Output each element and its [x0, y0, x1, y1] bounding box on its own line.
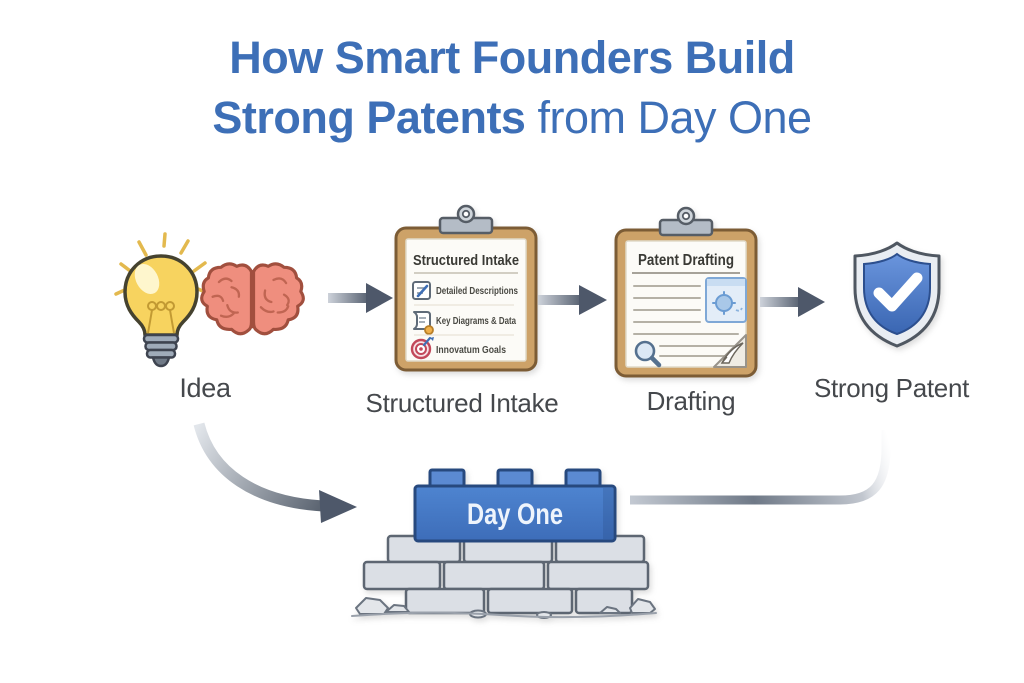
- strong-patent-label: Strong Patent: [813, 373, 970, 403]
- brain-icon: [200, 262, 305, 336]
- page-curl-quill-icon: [713, 334, 747, 368]
- intake-item-3-label: Innovatum Goals: [436, 344, 506, 356]
- day-one-foundation: Day One: [351, 468, 657, 619]
- brain-right-hemisphere: [251, 262, 305, 336]
- title-line2-regular: from Day One: [525, 92, 812, 143]
- brain-folds: [211, 277, 290, 318]
- brain-left-hemisphere: [200, 262, 254, 336]
- brick-shade: [603, 488, 613, 539]
- clip-hole: [461, 209, 471, 219]
- bulb-highlight: [134, 263, 160, 295]
- arrow-drafting-to-patent: [760, 287, 825, 317]
- day-one-text: Day One: [467, 498, 563, 531]
- structured-intake-label: Structured Intake: [365, 388, 559, 418]
- curve-arrow-idea-to-dayone: [193, 422, 357, 523]
- curve-connector-dayone-to-patent: [630, 430, 891, 505]
- drafting-label: Drafting: [646, 386, 736, 416]
- arrow-idea-to-intake: [328, 283, 393, 313]
- title-line2: Strong Patents from Day One: [0, 88, 1024, 148]
- document-edit-icon: [412, 281, 431, 300]
- ground-line: [351, 611, 657, 619]
- schematic-figure-icon: [705, 277, 747, 323]
- magnifier-icon: [634, 340, 662, 368]
- draft-text-lines: [633, 285, 739, 357]
- patent-drafting-clipboard: Patent Drafting: [614, 206, 758, 378]
- idea-label: Idea: [179, 373, 231, 403]
- clip-hole: [681, 211, 691, 221]
- target-goal-icon: [410, 336, 434, 360]
- arrow-intake-to-drafting: [538, 285, 607, 315]
- clipboard-paper: [405, 238, 527, 362]
- intake-item-1-label: Detailed Descriptions: [436, 285, 518, 297]
- lightbulb-icon: [114, 232, 212, 368]
- page-title: How Smart Founders Build Strong Patents …: [0, 28, 1024, 148]
- intake-card-title: Structured Intake: [413, 252, 519, 269]
- title-line1: How Smart Founders Build: [229, 32, 795, 83]
- bulb-base: [142, 333, 180, 368]
- title-line2-bold: Strong Patents: [212, 92, 526, 143]
- bulb-filament: [147, 301, 175, 334]
- structured-intake-clipboard: Structured Intake Detailed Descriptions …: [394, 204, 538, 372]
- shield-check-icon: [853, 241, 941, 348]
- day-one-brick: [413, 484, 617, 543]
- drafting-card-title: Patent Drafting: [638, 252, 734, 269]
- bulb-glass: [123, 254, 199, 337]
- stone-wall: [362, 534, 650, 615]
- checkmark: [873, 272, 923, 312]
- intake-item-2-label: Key Diagrams & Data: [436, 315, 516, 327]
- scroll-document-icon: [413, 311, 434, 335]
